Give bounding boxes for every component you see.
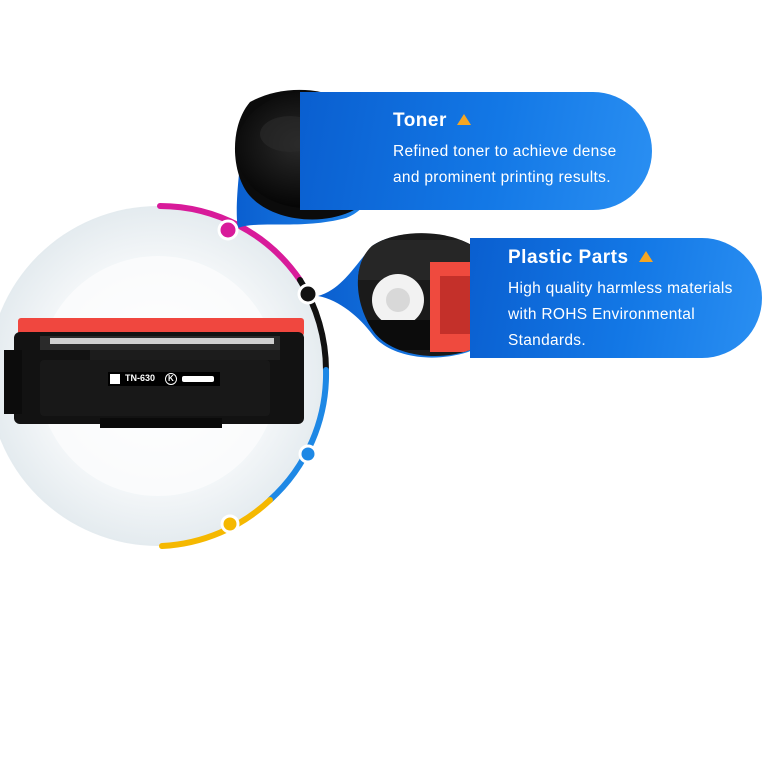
cartridge-model-label: TN-630 [125, 373, 156, 383]
plastic-parts-feature-card [470, 238, 762, 358]
blue-arc [267, 367, 330, 503]
toner-description: Refined toner to achieve dense and promi… [393, 143, 617, 186]
plastic-parts-description: High quality harmless materials with ROH… [508, 280, 733, 349]
yellow-dot [220, 514, 240, 534]
yellow-arc [159, 497, 273, 549]
magenta-dot [217, 219, 239, 241]
blue-dot [298, 444, 318, 464]
black-dot [297, 283, 319, 305]
toner-title: Toner [393, 110, 471, 132]
triangle-icon [456, 114, 471, 125]
triangle-icon [638, 251, 653, 262]
toner-cartridge-image [4, 318, 304, 428]
plastic-parts-title: Plastic Parts [508, 247, 653, 269]
toner-feature-card [300, 92, 652, 210]
cartridge-color-code: K [165, 373, 177, 385]
